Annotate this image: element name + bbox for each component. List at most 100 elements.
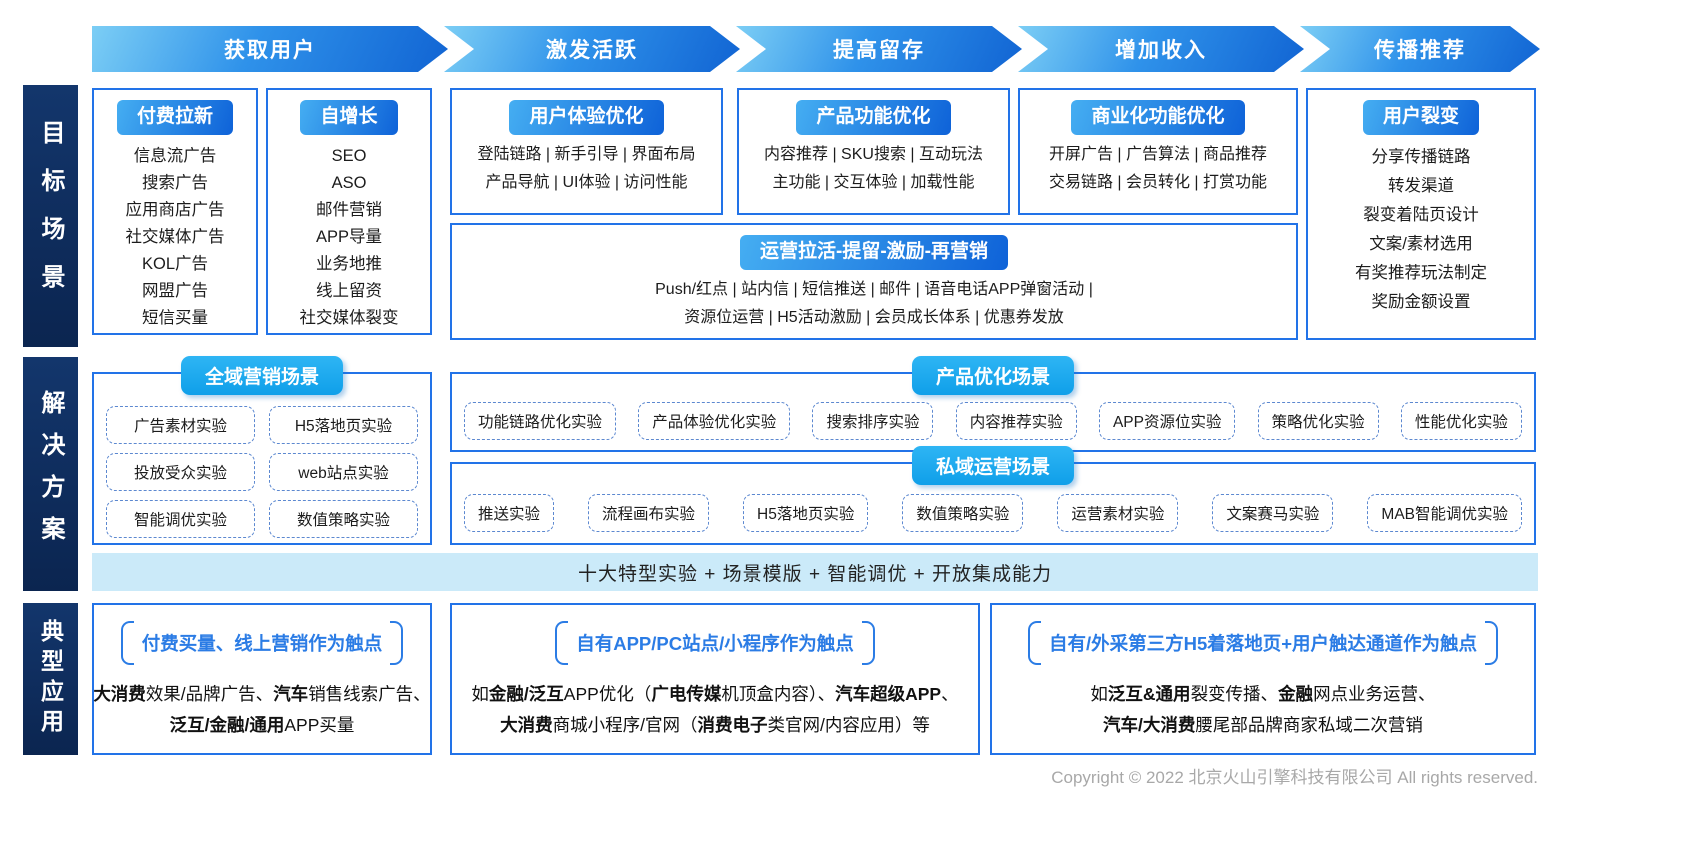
list-item: 邮件营销 (316, 200, 382, 219)
list-item: 社交媒体广告 (125, 227, 225, 246)
capability-strip: 十大特型实验 + 场景模版 + 智能调优 + 开放集成能力 (92, 553, 1538, 591)
application-card-paid-touchpoint: 付费买量、线上营销作为触点 大消费效果/品牌广告、汽车销售线索广告、泛互/金融/… (92, 603, 432, 755)
application-card-h5-touchpoint: 自有/外采第三方H5着落地页+用户触达通道作为触点 如泛互&通用裂变传播、金融网… (990, 603, 1536, 755)
funnel-stage-label: 获取用户 (224, 39, 316, 62)
list-item: 转发渠道 (1388, 176, 1454, 195)
card-user-fission: 用户裂变 分享传播链路转发渠道裂变着陆页设计文案/素材选用有奖推荐玩法制定奖励金… (1306, 88, 1536, 340)
application-title: 自有APP/PC站点/小程序作为触点 (576, 633, 854, 654)
list-item: H5落地页实验 (269, 406, 418, 444)
funnel-stage-label: 激发活跃 (546, 39, 638, 62)
card-ux-optimization: 用户体验优化 登陆链路 | 新手引导 | 界面布局产品导航 | UI体验 | 访… (450, 88, 723, 215)
funnel-stage-label: 增加收入 (1115, 39, 1207, 62)
list-item: 信息流广告 (133, 146, 217, 165)
application-body: 如泛互&通用裂变传播、金融网点业务运营、汽车/大消费腰尾部品牌商家私域二次营销 (1090, 679, 1435, 741)
card-paid-acquisition: 付费拉新 信息流广告搜索广告应用商店广告社交媒体广告 KOL广告网盟广告短信买量 (92, 88, 258, 335)
card-title-pill: 用户裂变 (1362, 100, 1479, 135)
list-item: 交易链路 | 会员转化 | 打赏功能 (1048, 173, 1268, 191)
funnel-stage-retention: 提高留存 (736, 26, 1022, 72)
list-item: 数值策略实验 (902, 493, 1024, 532)
bracket-title: 自有APP/PC站点/小程序作为触点 (555, 621, 875, 665)
list-item: Push/红点 | 站内信 | 短信推送 | 邮件 | 语音电话APP弹窗活动 … (655, 280, 1093, 298)
list-item: 数值策略实验 (269, 500, 418, 538)
list-item: 主功能 | 交互体验 | 加载性能 (772, 173, 975, 191)
list-item: 搜索广告 (142, 173, 208, 192)
list-item: 运营素材实验 (1057, 493, 1179, 532)
copyright-text: Copyright © 2022 北京火山引擎科技有限公司 All rights… (1051, 768, 1538, 787)
funnel-stage-referral: 传播推荐 (1300, 26, 1540, 72)
list-item: 有奖推荐玩法制定 (1355, 263, 1487, 282)
funnel-stage-activation: 激发活跃 (444, 26, 740, 72)
card-title-pill: 自增长 (300, 100, 398, 135)
list-item: 策略优化实验 (1257, 402, 1379, 440)
card-title-pill: 用户体验优化 (509, 100, 664, 135)
list-item: web站点实验 (269, 453, 418, 491)
funnel-stage-revenue: 增加收入 (1018, 26, 1304, 72)
funnel-stage-label: 传播推荐 (1374, 39, 1466, 62)
left-bracket-shape (120, 621, 134, 665)
list-item: 资源位运营 | H5活动激励 | 会员成长体系 | 优惠券发放 (684, 308, 1064, 326)
card-title-pill: 商业化功能优化 (1071, 100, 1245, 135)
list-item: 分享传播链路 (1371, 147, 1471, 166)
card-line-list: Push/红点 | 站内信 | 短信推送 | 邮件 | 语音电话APP弹窗活动 … (452, 276, 1296, 332)
sidebar-section-typical-applications: 典型应用 (23, 603, 78, 755)
list-item: 投放受众实验 (106, 453, 255, 491)
list-item: 社交媒体裂变 (299, 308, 399, 327)
sidebar-section-solutions: 解决方案 (23, 357, 78, 591)
left-bracket-shape (1027, 621, 1041, 665)
sidebar-section-label: 解决方案 (37, 390, 64, 558)
panel-title-pill: 产品优化场景 (911, 356, 1075, 395)
application-body: 如金融/泛互APP优化（广电传媒机顶盒内容）、汽车超级APP、大消费商城小程序/… (471, 679, 958, 741)
panel-product-optimization-scenarios: 产品优化场景 功能链路优化实验产品体验优化实验搜索排序实验内容推荐实验 APP资源… (450, 356, 1536, 452)
list-item: 功能链路优化实验 (464, 402, 617, 440)
sidebar-section-label: 目标场景 (37, 120, 64, 312)
panel-title-pill: 全域营销场景 (180, 356, 344, 395)
list-item: 智能调优实验 (106, 500, 255, 538)
body-line: 汽车/大消费腰尾部品牌商家私域二次营销 (1103, 715, 1423, 735)
list-item: 奖励金额设置 (1371, 292, 1471, 311)
list-item: 广告素材实验 (106, 406, 255, 444)
card-item-list: 分享传播链路转发渠道裂变着陆页设计文案/素材选用有奖推荐玩法制定奖励金额设置 (1308, 143, 1534, 317)
funnel-stage-acquisition: 获取用户 (92, 26, 448, 72)
right-bracket-shape (390, 621, 404, 665)
sidebar-section-goal-scenarios: 目标场景 (23, 85, 78, 347)
list-item: 短信买量 (142, 308, 208, 327)
list-item: 搜索排序实验 (812, 402, 934, 440)
sidebar-section-label: 典型应用 (37, 619, 64, 739)
experiment-chip-row: 功能链路优化实验产品体验优化实验搜索排序实验内容推荐实验 APP资源位实验策略优化… (452, 374, 1534, 450)
application-title: 自有/外采第三方H5着落地页+用户触达通道作为触点 (1048, 633, 1478, 654)
list-item: 应用商店广告 (125, 200, 225, 219)
right-bracket-shape (861, 621, 875, 665)
list-item: 登陆链路 | 新手引导 | 界面布局 (477, 145, 696, 163)
card-title-pill: 付费拉新 (116, 100, 233, 135)
body-line: 泛互/金融/通用APP买量 (169, 715, 355, 735)
list-item: 产品体验优化实验 (638, 402, 791, 440)
card-title-pill: 运营拉活-提留-激励-再营销 (740, 235, 1008, 270)
application-body: 大消费效果/品牌广告、汽车销售线索广告、泛互/金融/通用APP买量 (93, 679, 430, 741)
application-title: 付费买量、线上营销作为触点 (141, 633, 383, 654)
card-feature-optimization: 产品功能优化 内容推荐 | SKU搜索 | 互动玩法主功能 | 交互体验 | 加… (737, 88, 1010, 215)
card-monetization-optimization: 商业化功能优化 开屏广告 | 广告算法 | 商品推荐交易链路 | 会员转化 | … (1018, 88, 1298, 215)
list-item: 产品导航 | UI体验 | 访问性能 (485, 173, 688, 191)
list-item: KOL广告 (141, 254, 209, 273)
list-item: 业务地推 (316, 254, 382, 273)
card-line-list: 内容推荐 | SKU搜索 | 互动玩法主功能 | 交互体验 | 加载性能 (739, 141, 1008, 197)
list-item: 内容推荐实验 (955, 402, 1077, 440)
application-card-owned-touchpoint: 自有APP/PC站点/小程序作为触点 如金融/泛互APP优化（广电传媒机顶盒内容… (450, 603, 980, 755)
panel-omni-marketing-scenarios: 全域营销场景 广告素材实验 H5落地页实验投放受众实验 web站点实验智能调优实验数… (92, 356, 432, 545)
list-item: 推送实验 (464, 493, 555, 532)
bracket-title: 付费买量、线上营销作为触点 (120, 621, 404, 665)
list-item: APP导量 (315, 227, 383, 246)
list-item: 线上留资 (316, 281, 382, 300)
list-item: SEO (331, 146, 367, 165)
left-bracket-shape (555, 621, 569, 665)
list-item: APP资源位实验 (1098, 402, 1236, 440)
list-item: 网盟广告 (142, 281, 208, 300)
list-item: 内容推荐 | SKU搜索 | 互动玩法 (764, 145, 983, 163)
panel-title-pill: 私域运营场景 (911, 446, 1075, 485)
right-bracket-shape (1485, 621, 1499, 665)
